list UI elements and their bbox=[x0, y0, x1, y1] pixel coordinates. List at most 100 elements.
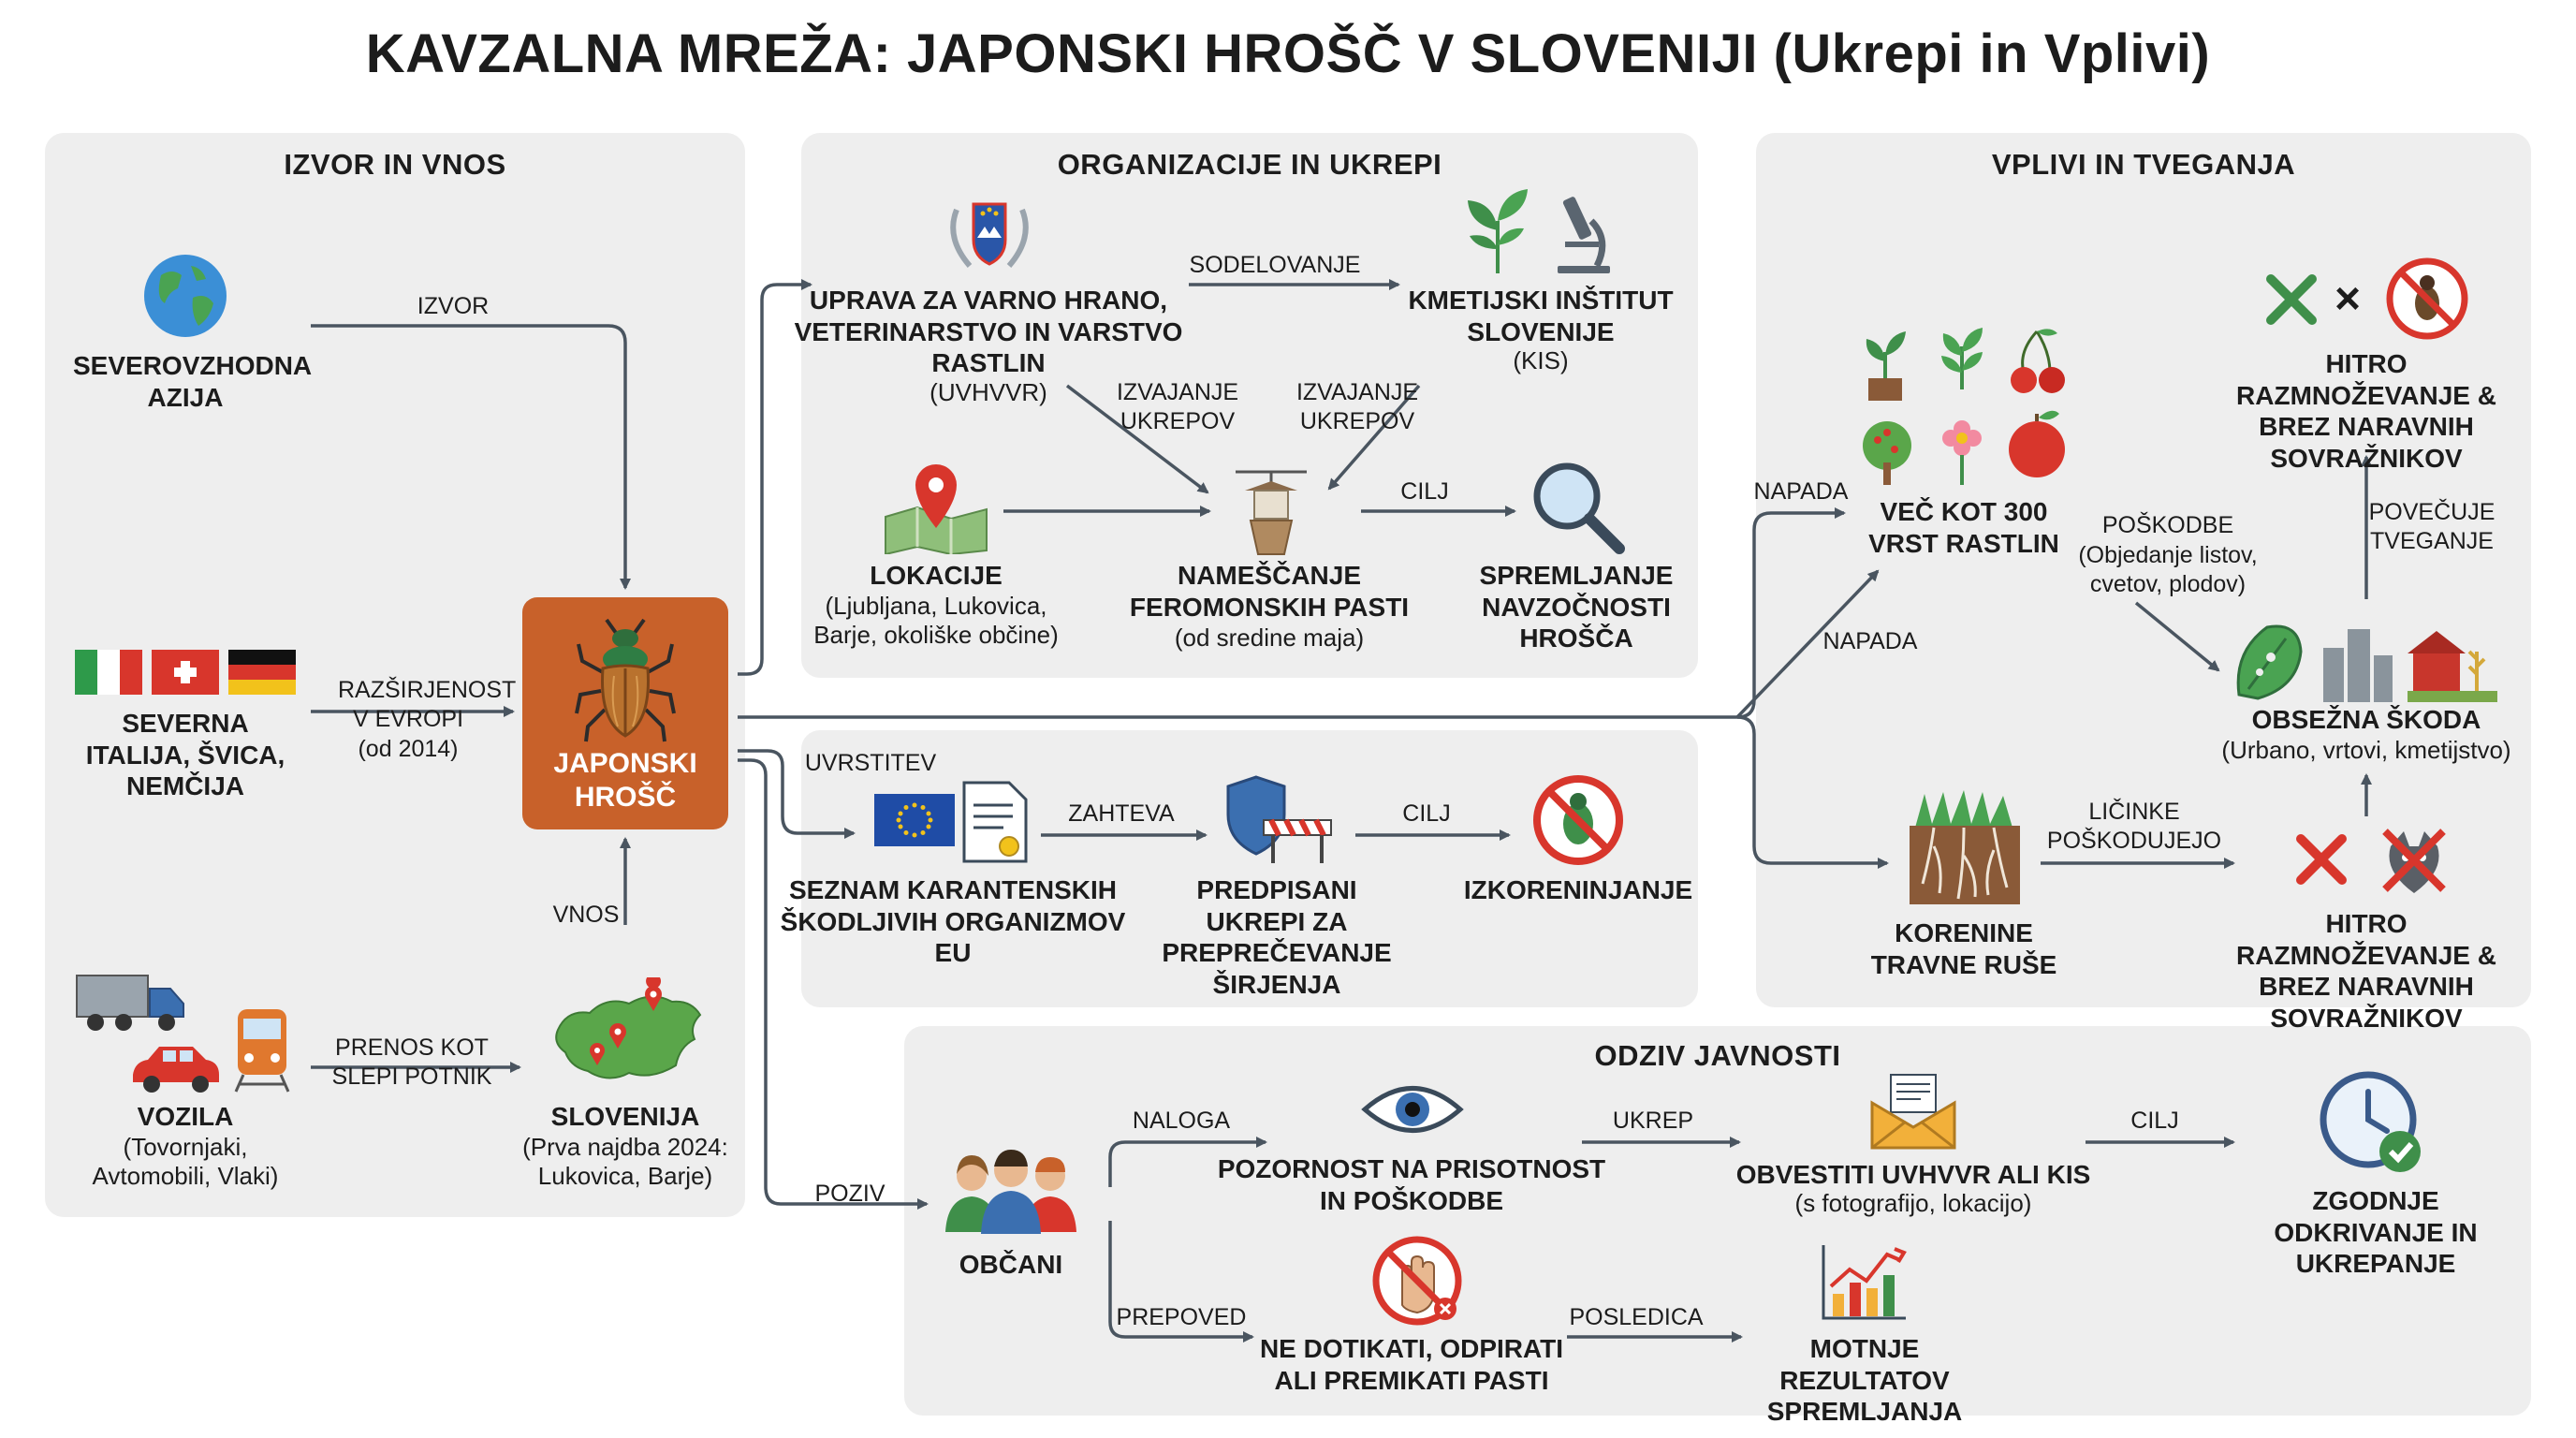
arrow-izvor bbox=[311, 324, 631, 590]
location-map-icon bbox=[885, 464, 988, 554]
edge-label-spread: RAZŠIRJENOST V EVROPI (od 2014) bbox=[338, 677, 517, 762]
node-uvhvvr: UPRAVA ZA VARNO HRANO, VETERINARSTVO IN … bbox=[794, 286, 1183, 378]
edge-label-attacks1: NAPADA bbox=[1753, 478, 1849, 505]
edge-label-damages: POŠKODBE bbox=[2101, 512, 2234, 538]
panel-title-public: ODZIV JAVNOSTI bbox=[1594, 1039, 1841, 1072]
arrow-task bbox=[1108, 1137, 1267, 1187]
node-rapid-top: HITRO RAZMNOŽEVANJE & BREZ NARAVNIH SOVR… bbox=[2236, 349, 2496, 473]
arrow-damages bbox=[2134, 601, 2220, 672]
japanese-beetle-node: JAPONSKI HROŠČ bbox=[522, 597, 728, 829]
no-predator-icon bbox=[2386, 257, 2468, 340]
edge-label-izvor: IZVOR bbox=[417, 293, 490, 319]
edge-label-cilj1: CILJ bbox=[1400, 478, 1449, 505]
magnifier-icon bbox=[1533, 462, 1625, 554]
node-slovenia: SLOVENIJA bbox=[550, 1102, 700, 1131]
edge-label-cooperation: SODELOVANJE bbox=[1189, 252, 1361, 278]
edge-label-cilj3: CILJ bbox=[2130, 1108, 2179, 1134]
node-vehicles: VOZILA bbox=[137, 1102, 234, 1131]
node-inform-sub: (s fotografijo, lokacijo) bbox=[1794, 1189, 2032, 1217]
arrow-impl1 bbox=[1065, 384, 1209, 494]
node-monitoring: SPREMLJANJE NAVZOČNOSTI HROŠČA bbox=[1479, 561, 1674, 653]
edge-label-impl2: IZVAJANJE UKREPOV bbox=[1295, 379, 1419, 435]
edge-label-measure: UKREP bbox=[1612, 1108, 1694, 1134]
center-label: JAPONSKI HROŠČ bbox=[553, 748, 697, 813]
flag-italy-icon bbox=[75, 650, 142, 695]
eye-icon bbox=[1361, 1086, 1464, 1133]
edge-label-increases: POVEČUJE TVEGANJE bbox=[2368, 499, 2496, 555]
arrow-to-uvhvvr bbox=[738, 279, 812, 676]
edge-label-impl1: IZVAJANJE UKREPOV bbox=[1116, 379, 1239, 435]
node-traps-sub: (od sredine maja) bbox=[1174, 624, 1365, 652]
node-donttouch: NE DOTIKATI, ODPIRATI ALI PREMIKATI PAST… bbox=[1259, 1334, 1564, 1395]
node-traps: NAMEŠČANJE FEROMONSKIH PASTI bbox=[1129, 561, 1410, 622]
node-kis: KMETIJSKI INŠTITUT SLOVENIJE bbox=[1408, 286, 1674, 346]
node-eulist: SEZNAM KARANTENSKIH ŠKODLJIVIH ORGANIZMO… bbox=[780, 875, 1126, 968]
node-attention: POZORNOST NA PRISOTNOST IN POŠKODBE bbox=[1217, 1154, 1606, 1215]
people-group-icon bbox=[945, 1150, 1076, 1234]
edge-label-listing: UVRSTITEV bbox=[804, 750, 937, 776]
node-measures: PREDPISANI UKREPI ZA PREPREČEVANJE ŠIRJE… bbox=[1162, 875, 1392, 999]
flag-switzerland-icon bbox=[152, 650, 219, 695]
node-plants: VEČ KOT 300 VRST RASTLIN bbox=[1868, 497, 2059, 558]
edge-label-attacks2: NAPADA bbox=[1822, 628, 1918, 654]
node-citizens: OBČANI bbox=[959, 1250, 1063, 1279]
panel-title-impacts: VPLIVI IN TVEGANJA bbox=[1991, 148, 2296, 181]
arrow-to-impacts-hub bbox=[738, 507, 1846, 719]
edge-label-damages-sub: (Objedanje listov, cvetov, plodov) bbox=[2078, 542, 2258, 598]
truck-icon bbox=[76, 975, 184, 1031]
chart-disrupted-icon bbox=[1822, 1245, 1907, 1320]
clock-check-icon bbox=[2320, 1071, 2421, 1172]
arrow-to-eulist bbox=[738, 749, 856, 839]
node-eradication: IZKORENINJANJE bbox=[1463, 875, 1693, 904]
edge-label-ban: PREPOVED bbox=[1116, 1304, 1247, 1330]
node-countries: SEVERNA ITALIJA, ŠVICA, NEMČIJA bbox=[85, 709, 285, 801]
pheromone-trap-icon bbox=[1236, 470, 1307, 555]
plant-microscope-icon bbox=[1468, 189, 1610, 273]
node-rapid-bottom: HITRO RAZMNOŽEVANJE & BREZ NARAVNIH SOVR… bbox=[2236, 909, 2496, 1033]
arrow-to-roots bbox=[1736, 715, 1889, 869]
slovenia-emblem-icon bbox=[950, 202, 1029, 268]
panel-title-orgs: ORGANIZACIJE IN UKREPI bbox=[1057, 148, 1442, 181]
edge-label-transfer: PRENOS KOT SLEPI POTNIK bbox=[331, 1034, 492, 1091]
arrow-to-citizens bbox=[738, 758, 929, 1210]
edge-label-consequence: POSLEDICA bbox=[1569, 1304, 1704, 1330]
arrow-impl2 bbox=[1327, 384, 1421, 491]
panel-measures bbox=[801, 730, 1698, 1007]
document-icon bbox=[962, 781, 1028, 863]
node-uvhvvr-sub: (UVHVVR) bbox=[929, 378, 1047, 406]
beetle-icon bbox=[575, 618, 676, 742]
globe-icon bbox=[144, 255, 227, 337]
plants-fruits-icon bbox=[1863, 328, 2065, 485]
edge-label-larvae: LIČINKE POŠKODUJEJO bbox=[2046, 799, 2222, 855]
edge-label-task: NALOGA bbox=[1132, 1108, 1231, 1134]
no-touch-icon bbox=[1372, 1236, 1462, 1326]
node-early: ZGODNJE ODKRIVANJE IN UKREPANJE bbox=[2274, 1186, 2478, 1279]
train-icon bbox=[234, 1009, 290, 1093]
eu-flag-icon bbox=[874, 794, 955, 846]
arrow-to-plants-diag bbox=[1735, 569, 1880, 719]
x-mark-icon bbox=[2266, 274, 2317, 325]
edge-label-requires: ZAHTEVA bbox=[1068, 800, 1175, 827]
car-icon bbox=[133, 1047, 219, 1093]
slovenia-map-icon bbox=[555, 977, 702, 1079]
node-vehicles-sub: (Tovornjaki, Avtomobili, Vlaki) bbox=[92, 1133, 279, 1191]
flag-germany-icon bbox=[228, 650, 296, 695]
panel-title-source: IZVOR IN VNOS bbox=[284, 148, 506, 181]
shield-barrier-icon bbox=[1226, 775, 1332, 863]
node-kis-sub: (KIS) bbox=[1513, 346, 1569, 374]
panel-public bbox=[904, 1026, 2531, 1416]
times-sign-icon: × bbox=[2334, 274, 2362, 324]
node-roots: KORENINE TRAVNE RUŠE bbox=[1870, 918, 2057, 979]
red-x-icon bbox=[2296, 834, 2347, 885]
envelope-icon bbox=[1870, 1074, 1956, 1150]
node-disturb: MOTNJE REZULTATOV SPREMLJANJA bbox=[1766, 1334, 1963, 1427]
node-asia: SEVEROVZHODNA AZIJA bbox=[73, 351, 313, 412]
node-inform: OBVESTITI UVHVVR ALI KIS bbox=[1735, 1160, 2091, 1189]
edge-label-call: POZIV bbox=[814, 1181, 886, 1207]
arrow-ban bbox=[1108, 1221, 1254, 1343]
node-damage: OBSEŽNA ŠKODA bbox=[2251, 705, 2481, 734]
no-predator-icon-2 bbox=[2382, 829, 2446, 893]
node-locations: LOKACIJE bbox=[870, 561, 1003, 590]
node-damage-sub: (Urbano, vrtovi, kmetijstvo) bbox=[2221, 736, 2511, 764]
